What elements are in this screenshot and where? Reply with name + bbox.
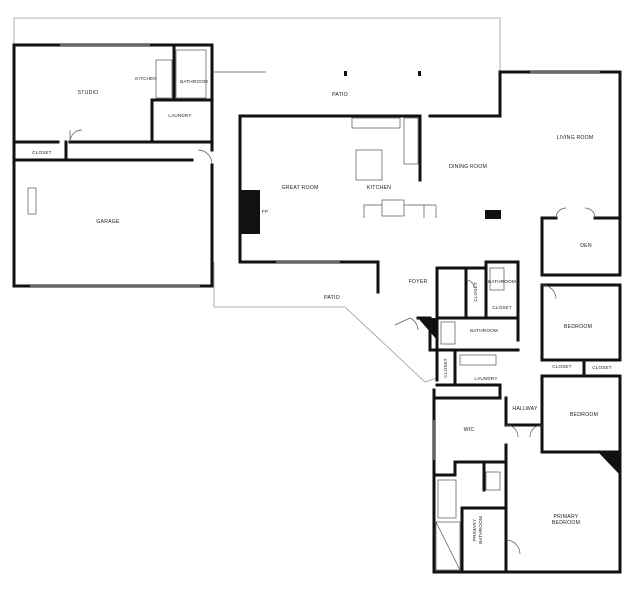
room-closet-hall: CLOSET <box>492 305 512 310</box>
patio-outlines <box>13 17 501 383</box>
room-hallway: HALLWAY <box>512 406 538 412</box>
room-studio: STUDIO <box>77 90 99 96</box>
room-den: DEN <box>580 243 592 249</box>
room-closet-foyer: CLOSET <box>473 282 478 302</box>
doors <box>69 129 596 555</box>
solid-blocks <box>240 71 620 475</box>
room-garage: GARAGE <box>96 219 120 225</box>
room-primary-bathroom: PRIMARY BATHROOM <box>472 516 483 544</box>
room-primary-bedroom: PRIMARY BEDROOM <box>551 514 581 526</box>
walls <box>12 43 622 574</box>
room-living-room: LIVING ROOM <box>556 135 594 141</box>
room-dining-room: DINING ROOM <box>449 164 487 170</box>
room-patio-top: PATIO <box>332 92 348 98</box>
room-closet-bedroom-1: CLOSET <box>552 364 572 369</box>
label-fp: FP <box>261 209 269 214</box>
room-bathroom: BATHROOM <box>470 328 498 333</box>
room-kitchen: KITCHEN <box>366 185 392 191</box>
room-studio-closet: CLOSET <box>32 150 52 155</box>
windows <box>30 44 600 460</box>
fixtures <box>27 49 505 571</box>
room-studio-laundry: LAUNDRY <box>168 113 192 118</box>
room-laundry: LAUNDRY <box>474 376 498 381</box>
room-closet-bedroom-2: CLOSET <box>592 365 612 370</box>
room-bedroom-2: BEDROOM <box>569 412 599 418</box>
room-great-room: GREAT ROOM <box>281 185 319 191</box>
room-bedroom-1: BEDROOM <box>563 324 593 330</box>
room-foyer: FOYER <box>408 279 428 285</box>
room-patio-bottom: PATIO <box>324 295 340 301</box>
room-bathroom-small: BATHROOM <box>488 279 516 284</box>
room-wic: WIC <box>463 427 475 433</box>
room-closet-laundry: CLOSET <box>443 358 448 378</box>
room-studio-kitchen: KITCHEN <box>135 76 157 81</box>
room-studio-bathroom: BATHROOM <box>180 79 208 84</box>
